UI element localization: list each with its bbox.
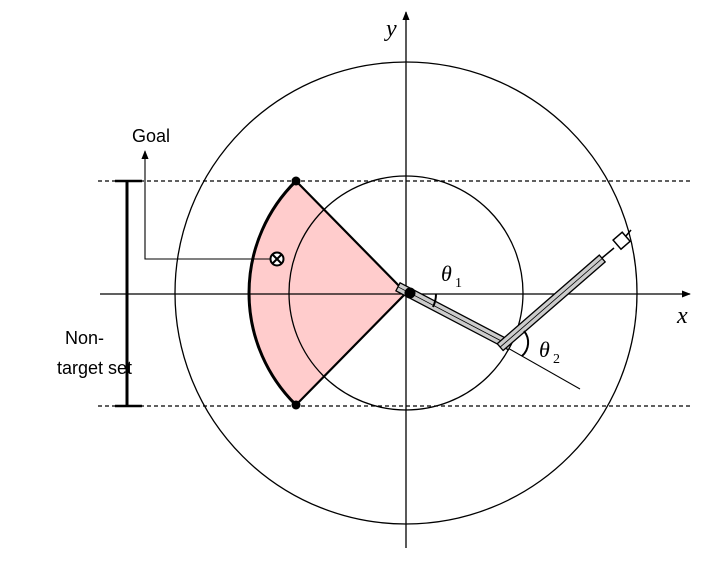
link-1-centerline xyxy=(397,286,511,347)
non-target-sector xyxy=(247,179,408,407)
goal-label: Goal xyxy=(132,126,170,146)
svg-text:2: 2 xyxy=(553,352,560,367)
non-target-label-line2: target set xyxy=(57,358,132,378)
goal-marker-icon xyxy=(269,251,285,267)
theta1-angle-arc xyxy=(432,293,437,308)
svg-text:θ: θ xyxy=(539,337,550,362)
gripper-icon xyxy=(601,229,632,259)
theta2-angle-arc xyxy=(521,330,530,357)
sector-vertex-bottom-dot xyxy=(291,400,301,410)
theta1-label: θ 1 xyxy=(441,261,462,291)
sector-vertex-top-dot xyxy=(291,176,301,186)
goal-pointer-line xyxy=(141,150,270,260)
link-2-centerline xyxy=(499,258,603,348)
sector-outer-arc xyxy=(247,179,298,407)
link1-extension-line xyxy=(505,346,581,390)
svg-text:θ: θ xyxy=(441,261,452,286)
x-axis-label: x xyxy=(676,303,688,329)
base-joint-dot xyxy=(404,287,416,299)
svg-text:1: 1 xyxy=(455,276,462,291)
non-target-label-line1: Non- xyxy=(65,328,104,348)
theta2-label: θ 2 xyxy=(539,337,560,367)
y-axis-label: y xyxy=(384,16,397,42)
